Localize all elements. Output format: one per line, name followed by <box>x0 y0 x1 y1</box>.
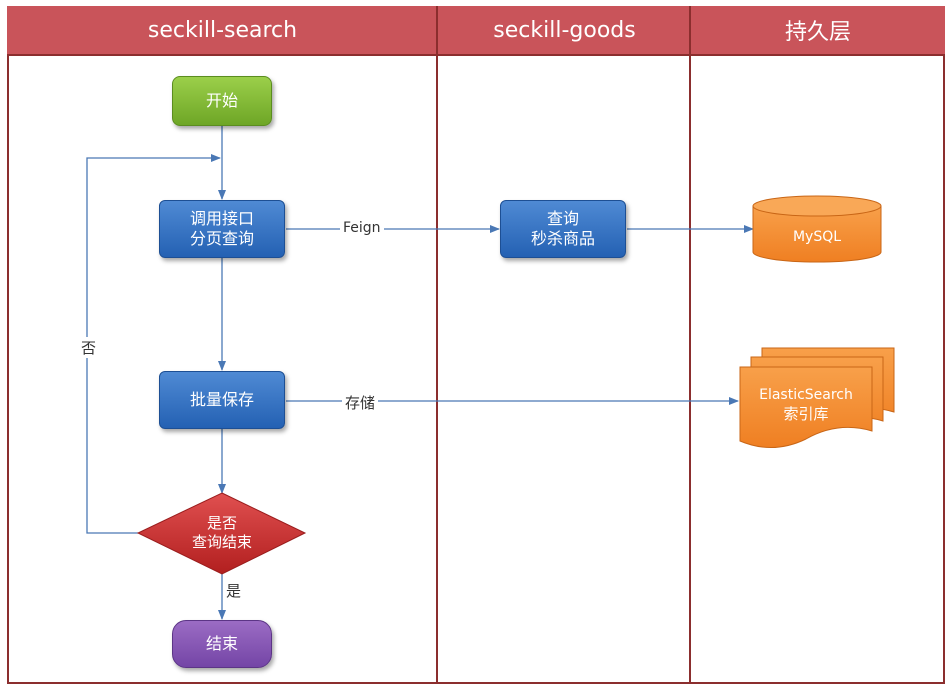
elasticsearch-label-2: 索引库 <box>783 405 829 423</box>
edge-label-no: 否 <box>78 337 100 358</box>
batch-save-node: 批量保存 <box>159 371 285 429</box>
query-goods-label-2: 秒杀商品 <box>530 229 595 248</box>
call-api-label-1: 调用接口 <box>189 209 254 228</box>
call-api-label-2: 分页查询 <box>189 229 254 248</box>
query-goods-label-1: 查询 <box>546 209 579 228</box>
decision-label-2: 查询结束 <box>191 533 252 551</box>
lane-header-seckill-goods: seckill-goods <box>438 6 691 56</box>
elasticsearch-label: ElasticSearch 索引库 <box>742 386 870 424</box>
end-node: 结束 <box>172 620 272 668</box>
start-node: 开始 <box>172 76 272 126</box>
query-goods-node: 查询 秒杀商品 <box>500 200 626 258</box>
mysql-cylinder-icon <box>752 195 882 263</box>
decision-label-1: 是否 <box>206 514 237 532</box>
elasticsearch-label-1: ElasticSearch <box>759 387 853 403</box>
elasticsearch-documents-icon <box>739 347 895 449</box>
batch-save-label: 批量保存 <box>189 390 254 409</box>
edge-label-feign: Feign <box>340 220 384 236</box>
mysql-label: MySQL <box>792 229 842 245</box>
end-label: 结束 <box>205 634 238 653</box>
call-api-node: 调用接口 分页查询 <box>159 200 285 258</box>
lane-header-seckill-search: seckill-search <box>7 6 438 56</box>
start-label: 开始 <box>205 91 238 110</box>
lane-divider-1 <box>436 6 438 684</box>
edge-label-store: 存储 <box>342 392 379 413</box>
edge-label-yes: 是 <box>226 582 242 600</box>
decision-label: 是否 查询结束 <box>172 514 272 552</box>
lane-header-persistence: 持久层 <box>691 6 945 56</box>
decision-diamond <box>136 492 307 575</box>
lane-divider-2 <box>689 6 691 684</box>
